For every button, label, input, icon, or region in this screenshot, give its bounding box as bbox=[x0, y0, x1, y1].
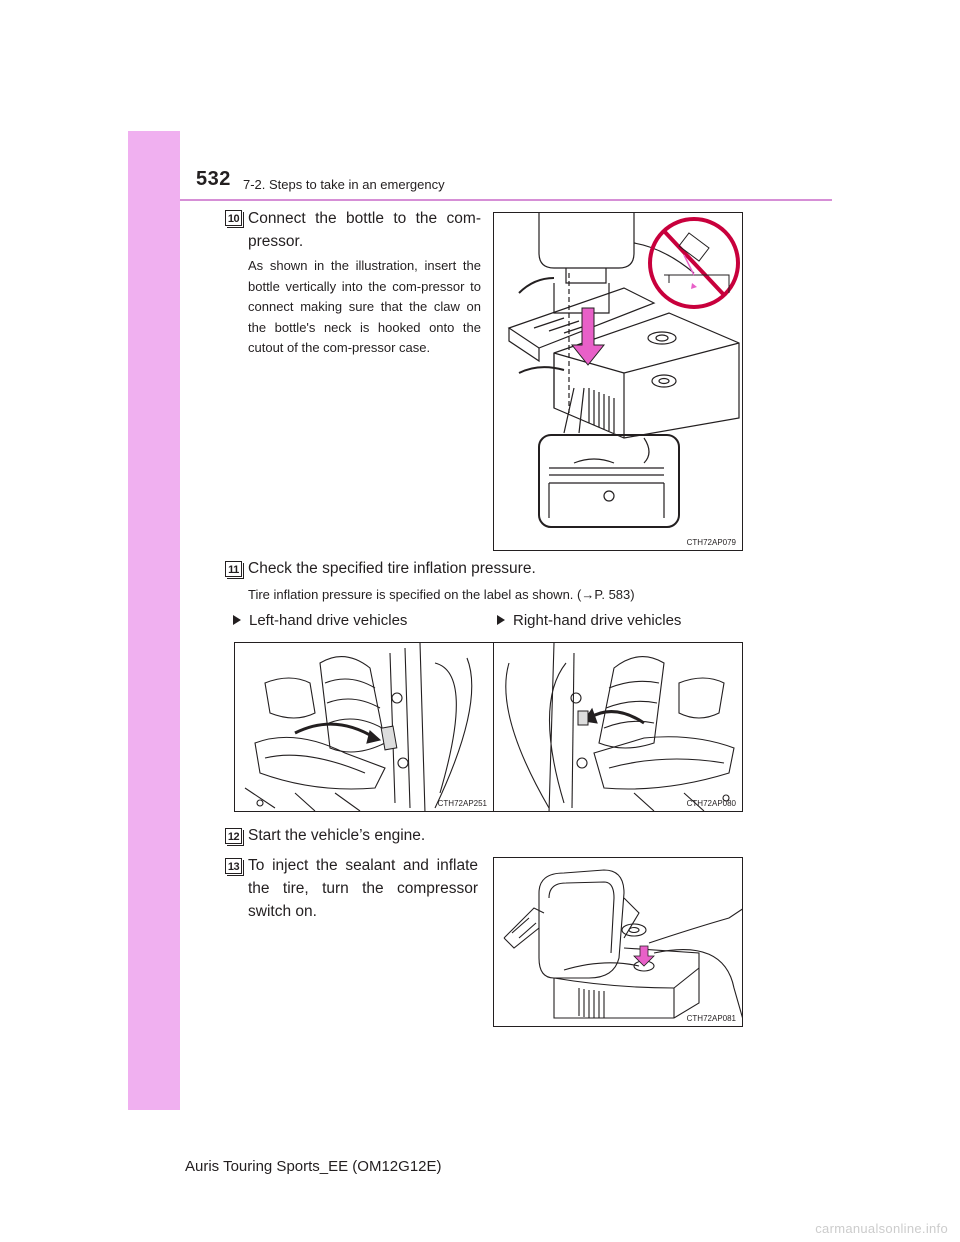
figure-rhd-label-location: CTH72AP080 bbox=[493, 642, 743, 812]
figure-lhd-label-location: CTH72AP251 bbox=[234, 642, 494, 812]
rhd-seat-illustration bbox=[505, 643, 735, 811]
step-11-title: Check the specified tire inflation press… bbox=[248, 560, 536, 577]
step-13-title: To inject the sealant and inflate the ti… bbox=[248, 857, 478, 920]
footer-model: Auris Touring Sports_EE (OM12G12E) bbox=[185, 1158, 442, 1175]
figure-code: CTH72AP081 bbox=[686, 1014, 736, 1023]
figure-code: CTH72AP080 bbox=[686, 799, 736, 808]
bottle-compressor-illustration bbox=[507, 213, 740, 528]
figure-compressor-switch: CTH72AP081 bbox=[493, 857, 743, 1027]
step-11-body: Tire inflation pressure is specified on … bbox=[248, 587, 635, 602]
step-12-badge: 12 bbox=[225, 828, 244, 846]
header-divider bbox=[180, 199, 832, 201]
triangle-bullet-icon bbox=[497, 615, 505, 626]
prohibited-icon bbox=[648, 217, 740, 309]
lhd-seat-illustration bbox=[244, 643, 473, 811]
switch-arrow-icon bbox=[633, 945, 655, 967]
step-10-badge: 10 bbox=[225, 210, 244, 228]
watermark: carmanualsonline.info bbox=[815, 1221, 948, 1236]
figure-bottle-compressor: CTH72AP079 bbox=[493, 212, 743, 551]
tire-pressure-label bbox=[380, 725, 398, 751]
step-10-body: As shown in the illustration, insert the… bbox=[248, 258, 481, 355]
triangle-bullet-icon bbox=[233, 615, 241, 626]
step-10-title: Connect the bottle to the com-pressor. bbox=[248, 210, 481, 250]
chapter-sidebar-tab bbox=[128, 131, 180, 1110]
page-number: 532 bbox=[196, 168, 231, 190]
step-11-badge: 11 bbox=[225, 561, 244, 579]
compressor-switch-illustration bbox=[503, 869, 742, 1019]
right-hand-drive-heading: Right-hand drive vehicles bbox=[497, 612, 681, 629]
figure-code: CTH72AP251 bbox=[437, 799, 487, 808]
figure-code: CTH72AP079 bbox=[686, 538, 736, 547]
step-13-badge: 13 bbox=[225, 858, 244, 876]
tire-pressure-label bbox=[577, 710, 589, 726]
section-title: 7-2. Steps to take in an emergency bbox=[243, 177, 445, 192]
left-hand-drive-heading: Left-hand drive vehicles bbox=[233, 612, 407, 629]
step-12-title: Start the vehicle’s engine. bbox=[248, 827, 426, 844]
